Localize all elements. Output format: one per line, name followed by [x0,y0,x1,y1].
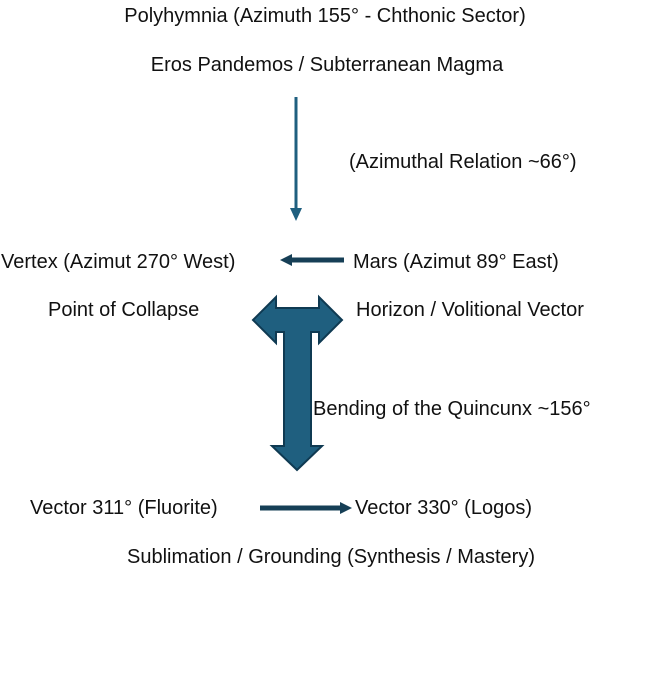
top-subtitle: Eros Pandemos / Subterranean Magma [150,54,504,76]
t-shaped-double-arrow-icon [251,294,344,472]
vector-311-label: Vector 311° (Fluorite) [30,497,218,519]
arrow-right-icon [260,502,352,514]
top-title: Polyhymnia (Azimuth 155° - Chthonic Sect… [124,5,526,27]
point-of-collapse-label: Point of Collapse [48,299,200,321]
arrow-down-icon [290,97,302,221]
bending-label: Bending of the Quincunx ~156° [313,398,591,420]
relation-label: (Azimuthal Relation ~66°) [349,151,577,173]
vector-330-label: Vector 330° (Logos) [355,497,532,519]
horizon-label: Horizon / Volitional Vector [356,299,584,321]
summary-label: Sublimation / Grounding (Synthesis / Mas… [127,546,535,568]
mars-label: Mars (Azimut 89° East) [353,251,559,273]
vertex-label: Vertex (Azimut 270° West) [1,251,236,273]
arrow-left-icon [280,254,344,266]
